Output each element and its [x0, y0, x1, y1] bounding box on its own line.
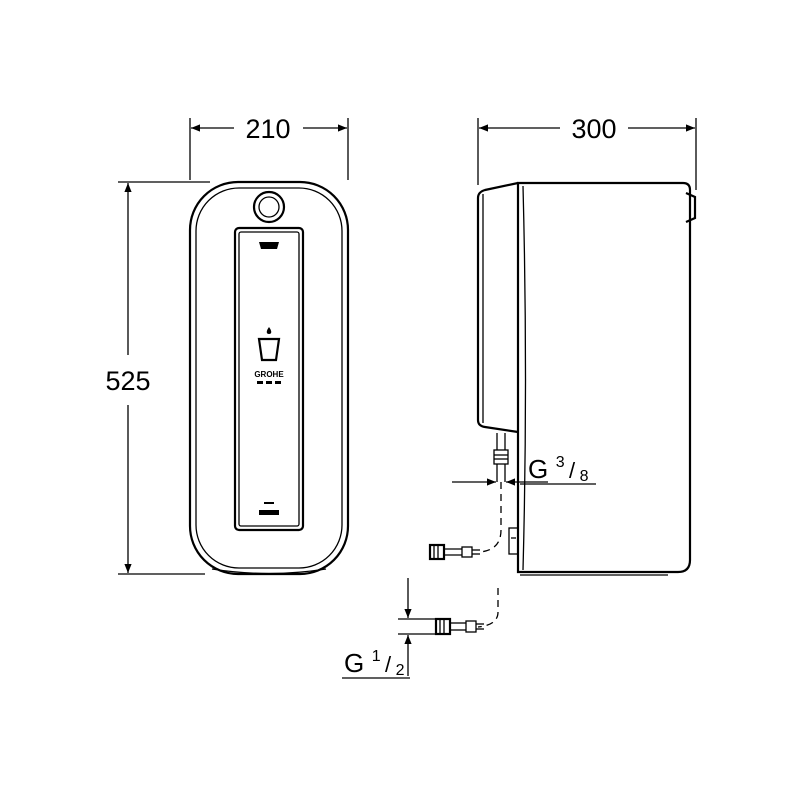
control-panel — [233, 226, 305, 532]
dimension-width-label: 210 — [245, 114, 290, 144]
cup-icon — [257, 337, 281, 362]
logo-dots — [257, 381, 281, 384]
side-view — [476, 181, 697, 576]
outlet-thread-label: G 3 / 8 — [528, 454, 589, 485]
front-housing-inner — [195, 187, 343, 569]
inlet-thread-dimension: G 1 / 2 — [342, 578, 436, 679]
dimension-width: 210 — [189, 114, 349, 180]
side-mount-plate — [476, 181, 519, 434]
lower-hose-connector — [434, 617, 484, 636]
control-panel-inner — [238, 231, 300, 527]
indicator-lamp-icon — [259, 242, 279, 249]
outlet-thread-dimension: G 3 / 8 — [452, 454, 596, 486]
brand-logo-text: GROHE — [254, 370, 284, 379]
side-body — [516, 181, 692, 574]
minus-icon — [264, 502, 274, 504]
dimension-depth-label: 300 — [571, 114, 616, 144]
thermostat-knob — [252, 190, 286, 224]
inlet-hose — [477, 588, 499, 628]
side-body-curve — [522, 185, 527, 571]
dimension-height-label: 525 — [105, 366, 150, 396]
front-view: GROHE — [188, 180, 350, 576]
inlet-thread-label: G 1 / 2 — [344, 648, 405, 679]
front-housing-base — [211, 568, 327, 575]
upper-hose-connector — [428, 543, 480, 561]
inlet-stub — [508, 527, 519, 555]
dimension-depth: 300 — [477, 114, 697, 190]
plus-icon — [259, 510, 279, 515]
dimension-height: 525 — [105, 181, 210, 575]
side-knob — [685, 191, 697, 224]
outlet-hose — [479, 482, 502, 553]
outlet-fitting — [493, 433, 509, 482]
drip-icon — [266, 327, 272, 334]
